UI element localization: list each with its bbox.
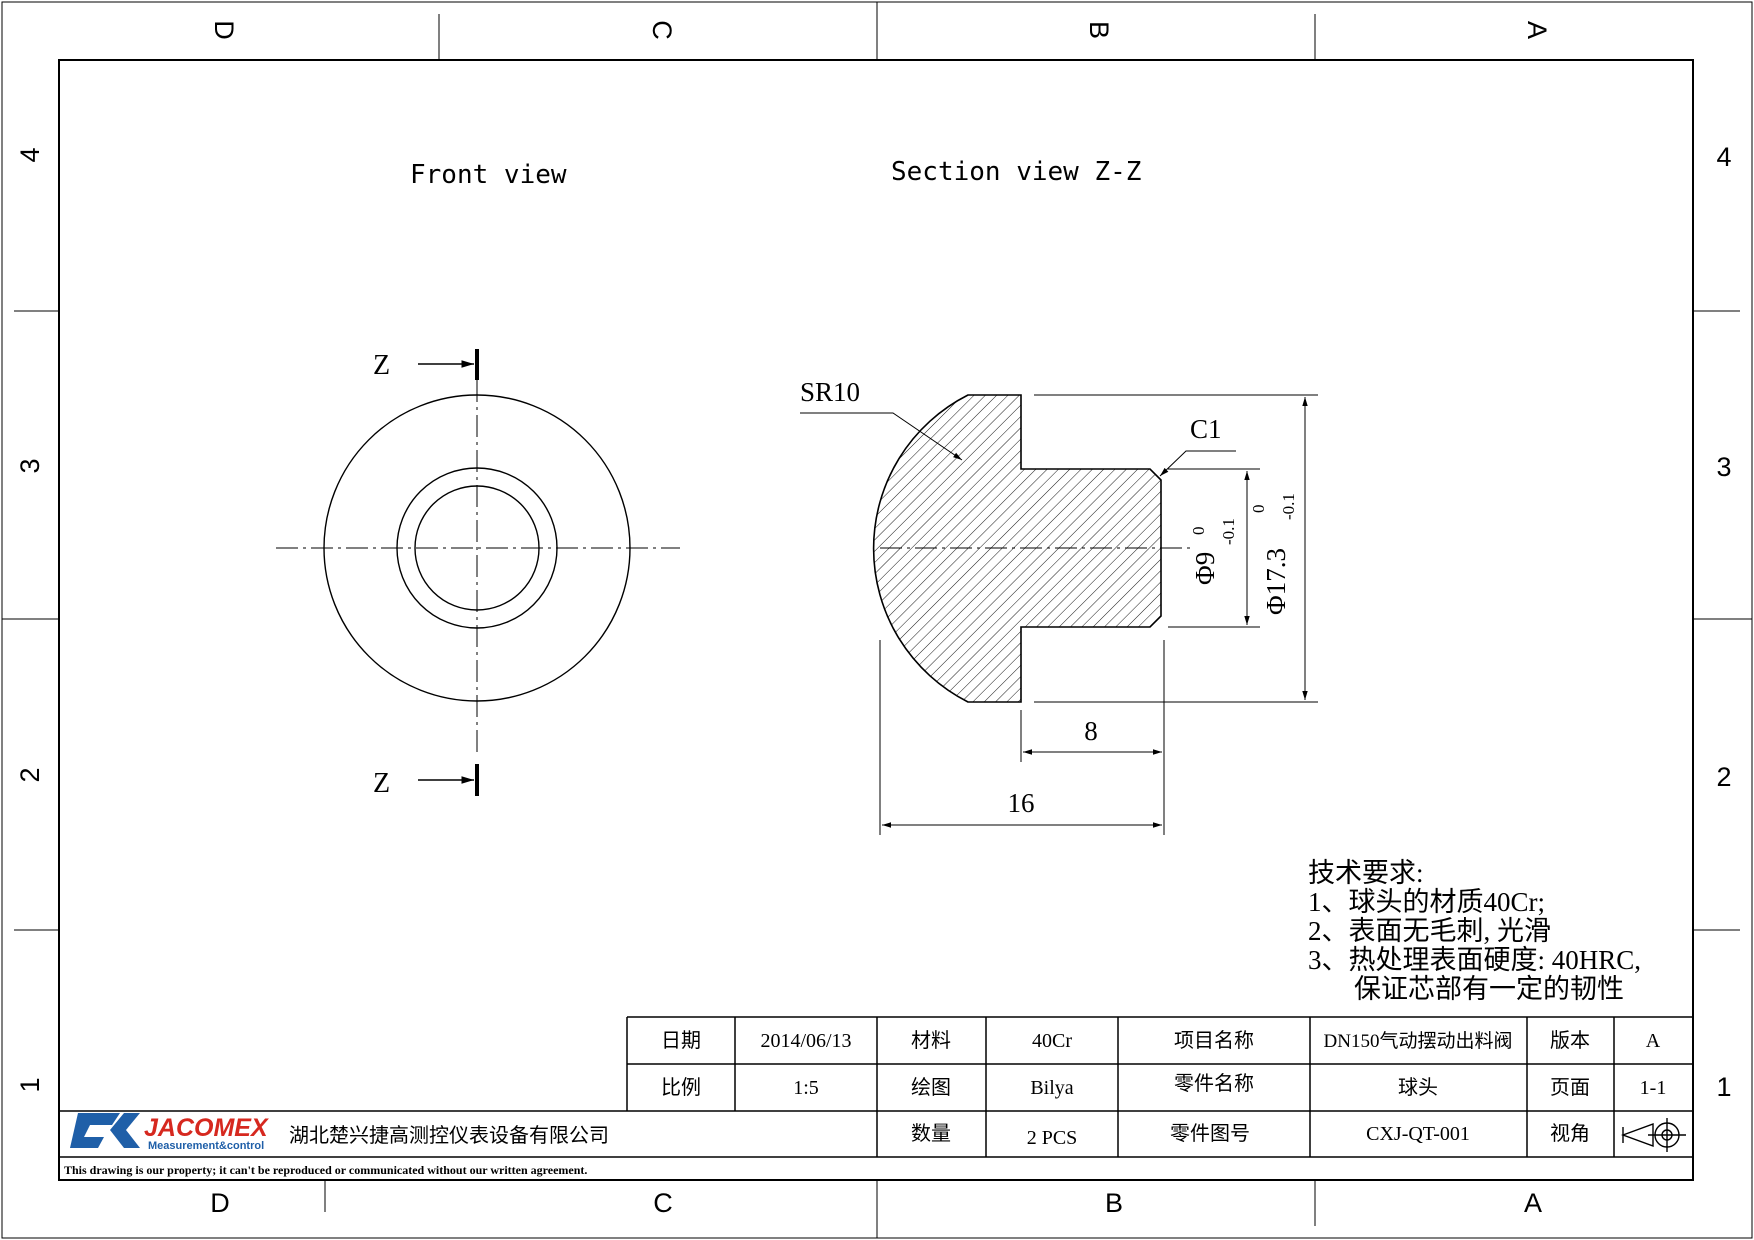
grid-row-right-3: 3 (1716, 452, 1731, 482)
projection-symbol-icon (1620, 1118, 1686, 1152)
section-marker-bottom-label: Z (373, 768, 390, 799)
tech-req-item-2: 2、表面无毛刺, 光滑 (1308, 916, 1551, 946)
drawn-label: 绘图 (911, 1076, 951, 1099)
date-value: 2014/06/13 (760, 1030, 851, 1052)
extension-lines (879, 394, 1318, 835)
page-value: 1-1 (1640, 1077, 1667, 1099)
logo-text: JACOMEX (144, 1114, 269, 1142)
grid-row-right-2: 2 (1716, 762, 1731, 792)
grid-row-left-3: 3 (15, 458, 45, 473)
project-value: DN150气动摆动出料阀 (1324, 1030, 1513, 1052)
grid-row-left-2: 2 (15, 767, 45, 782)
logo-mark-icon (70, 1113, 140, 1148)
grid-col-bottom-d: D (210, 1188, 230, 1218)
outer-circle (323, 394, 631, 702)
part-name-value: 球头 (1398, 1076, 1438, 1099)
grid-labels: D C B A D C B A 4 3 2 1 4 3 2 1 (15, 20, 1731, 1218)
section-marker-top: Z (373, 349, 479, 381)
c1-callout: C1 (1159, 414, 1236, 477)
part-number-label: 零件图号 (1170, 1122, 1250, 1145)
section-view: SR10 C1 Φ9 0 -0.1 Φ17.3 0 -0.1 8 (800, 377, 1318, 835)
grid-row-left-1: 1 (15, 1077, 45, 1092)
grid-col-top-b: B (1084, 21, 1114, 39)
drawn-value: Bilya (1030, 1077, 1073, 1099)
part-name-label: 零件名称 (1174, 1072, 1254, 1095)
stem-diameter-label: Φ9 (1190, 552, 1220, 585)
stem-length-label: 8 (1084, 716, 1098, 746)
scale-label: 比例 (661, 1076, 701, 1099)
date-label: 日期 (661, 1030, 701, 1052)
part-number-value: CXJ-QT-001 (1366, 1123, 1470, 1145)
stem-tolerance-lower: -0.1 (1219, 518, 1238, 545)
grid-col-bottom-a: A (1524, 1188, 1542, 1218)
front-view (276, 380, 680, 752)
sr10-callout: SR10 (800, 377, 963, 461)
material-value: 40Cr (1032, 1030, 1072, 1052)
grid-col-top-a: A (1522, 21, 1552, 39)
section-marker-bottom: Z (373, 764, 479, 799)
scale-value: 1:5 (793, 1077, 819, 1099)
head-diameter-label: Φ17.3 (1261, 548, 1291, 615)
section-view-title: Section view Z-Z (891, 157, 1141, 187)
sr10-label: SR10 (800, 377, 860, 407)
head-tolerance-upper: 0 (1249, 505, 1268, 514)
grid-col-top-d: D (209, 20, 239, 40)
grid-col-bottom-c: C (653, 1188, 673, 1218)
tech-req-heading: 技术要求: (1308, 858, 1424, 888)
grid-row-left-4: 4 (15, 147, 45, 162)
c1-label: C1 (1190, 414, 1222, 444)
technical-requirements: 技术要求: 1、球头的材质40Cr; 2、表面无毛刺, 光滑 3、热处理表面硬度… (1308, 858, 1641, 1004)
material-label: 材料 (911, 1029, 951, 1052)
property-notice: This drawing is our property; it can't b… (64, 1163, 587, 1177)
tech-req-item-3-cont: 保证芯部有一定的韧性 (1354, 974, 1624, 1004)
quantity-value: 2 PCS (1027, 1127, 1078, 1149)
page-label: 页面 (1550, 1077, 1590, 1099)
version-value: A (1646, 1030, 1661, 1052)
quantity-label: 数量 (911, 1122, 951, 1145)
total-length-dimension: 16 (882, 788, 1162, 828)
version-label: 版本 (1550, 1029, 1590, 1052)
company-logo: JACOMEX Measurement&control 湖北楚兴捷高测控仪表设备… (70, 1113, 609, 1152)
grid-col-bottom-b: B (1105, 1188, 1123, 1218)
middle-circle (396, 467, 558, 629)
head-diameter-dimension: Φ17.3 0 -0.1 (1249, 397, 1308, 700)
logo-subtext: Measurement&control (148, 1140, 264, 1152)
front-view-title: Front view (410, 160, 567, 190)
grid-row-right-1: 1 (1716, 1072, 1731, 1102)
inner-circle (414, 485, 540, 611)
stem-tolerance-upper: 0 (1189, 527, 1208, 536)
view-angle-label: 视角 (1550, 1122, 1590, 1145)
head-tolerance-lower: -0.1 (1279, 493, 1298, 520)
company-name: 湖北楚兴捷高测控仪表设备有限公司 (289, 1124, 609, 1147)
section-profile (872, 394, 1162, 703)
title-block: 日期 2014/06/13 材料 40Cr 项目名称 DN150气动摆动出料阀 … (59, 1016, 1693, 1158)
stem-length-dimension: 8 (1023, 716, 1162, 755)
project-label: 项目名称 (1174, 1029, 1254, 1052)
total-length-label: 16 (1008, 788, 1035, 818)
stem-diameter-dimension: Φ9 0 -0.1 (1189, 471, 1250, 625)
grid-row-right-4: 4 (1716, 142, 1731, 172)
grid-col-top-c: C (647, 20, 677, 40)
tech-req-item-1: 1、球头的材质40Cr; (1308, 887, 1545, 917)
section-marker-top-label: Z (373, 350, 390, 381)
tech-req-item-3: 3、热处理表面硬度: 40HRC, (1308, 945, 1641, 975)
